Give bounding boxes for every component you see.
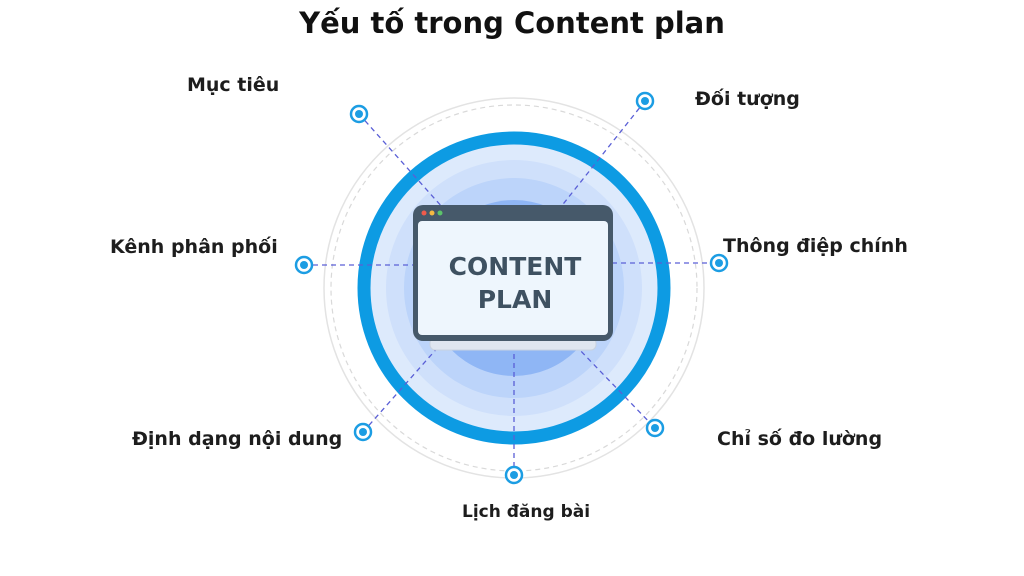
label-kenh-phan-phoi: Kênh phân phối: [110, 236, 278, 258]
dot-lich-dang-icon: [504, 465, 524, 485]
window-body: [418, 221, 608, 335]
label-muc-tieu: Mục tiêu: [187, 74, 280, 96]
dot-doi-tuong-icon: [635, 91, 655, 111]
outer-dashed-ring: [330, 104, 698, 472]
label-thong-diep-chinh: Thông điệp chính: [723, 235, 908, 257]
connector-chi-so: [574, 344, 656, 429]
connector-doi-tuong: [559, 100, 646, 209]
window-maximize-dot-icon: [437, 210, 443, 216]
label-lich-dang-bai: Lịch đăng bài: [462, 502, 591, 522]
center-label-line1: CONTENT: [448, 252, 582, 281]
window-minimize-dot-icon: [429, 210, 435, 216]
center-label: CONTENT PLAN: [418, 250, 612, 316]
center-label-line2: PLAN: [477, 285, 553, 314]
label-dinh-dang-noi-dung: Định dạng nội dung: [132, 428, 343, 450]
dot-kenh-phan-phoi-icon: [294, 255, 314, 275]
connector-dinh-dang: [362, 344, 441, 433]
label-doi-tuong: Đối tượng: [695, 88, 800, 110]
window-close-dot-icon: [421, 210, 427, 216]
connector-muc-tieu: [358, 113, 444, 209]
page-title: Yếu tố trong Content plan: [299, 6, 725, 40]
label-chi-so-do-luong: Chỉ số đo lường: [717, 428, 883, 450]
dot-chi-so-icon: [645, 418, 665, 438]
connector-lines: [304, 100, 719, 475]
dot-dinh-dang-icon: [353, 422, 373, 442]
dot-thong-diep-icon: [709, 253, 729, 273]
target-dots: [294, 91, 729, 485]
dot-muc-tieu-icon: [349, 104, 369, 124]
